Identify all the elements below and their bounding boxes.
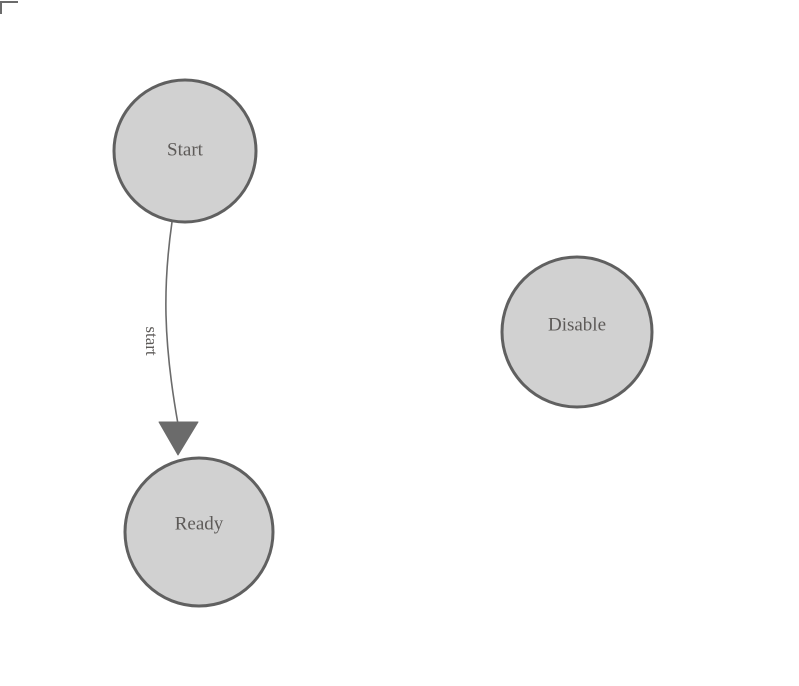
node-disable[interactable]: Disable: [500, 255, 654, 409]
node-start-label: Start: [167, 139, 204, 160]
edge-start-to-ready[interactable]: start: [142, 221, 199, 456]
node-ready[interactable]: Ready: [123, 456, 275, 608]
node-start-shape[interactable]: [112, 78, 258, 224]
node-disable-label: Disable: [548, 314, 606, 335]
node-ready-shape[interactable]: [123, 456, 275, 608]
node-ready-label: Ready: [175, 513, 224, 534]
node-start[interactable]: Start: [112, 78, 258, 224]
edge-label-start: start: [142, 326, 161, 356]
edge-line: [165, 221, 179, 425]
node-disable-shape[interactable]: [500, 255, 654, 409]
top-left-corner-mark-icon: [0, 1, 18, 14]
edge-arrowhead-icon: [158, 421, 199, 456]
